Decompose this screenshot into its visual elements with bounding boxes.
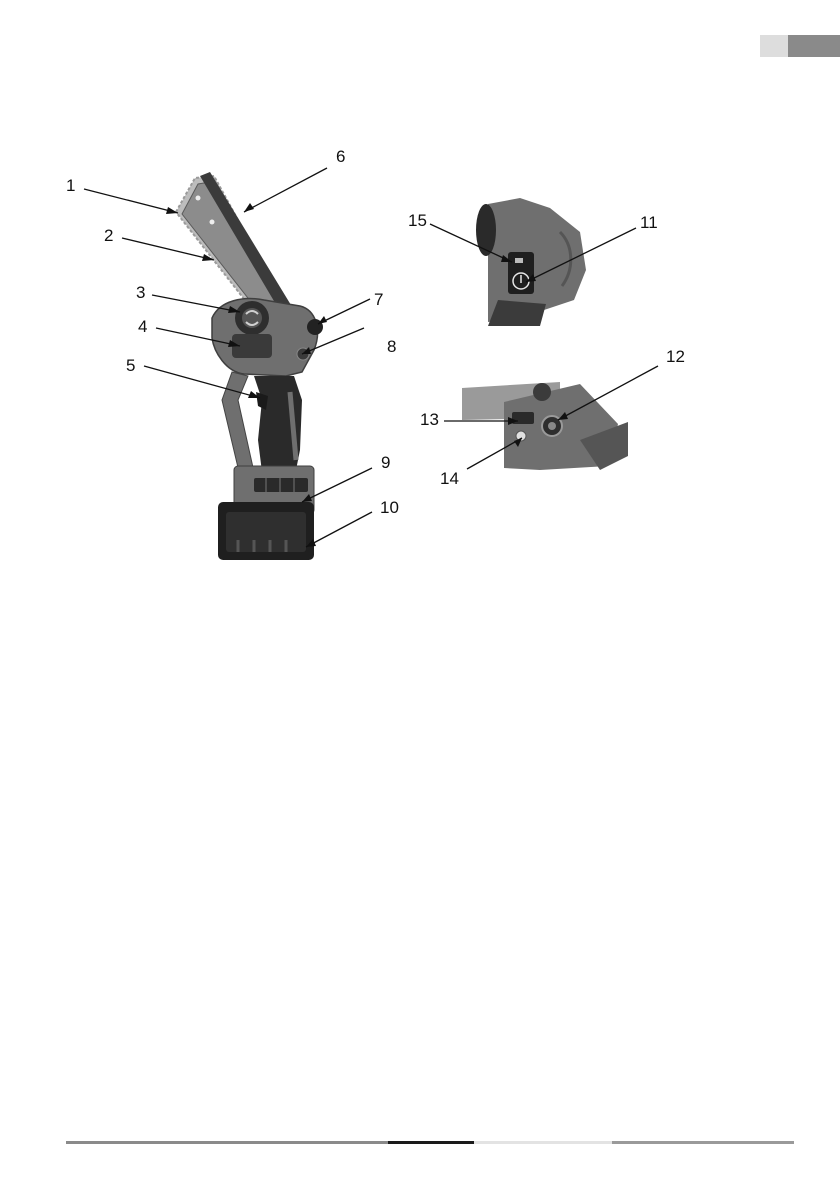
callout-15: 15 (408, 212, 427, 229)
footer-bar-segment-2 (388, 1141, 474, 1144)
adjust-slot (512, 412, 534, 424)
guide-bar (182, 182, 280, 316)
battery-indicator (254, 478, 308, 492)
callout-11: 11 (640, 214, 658, 231)
footer-bar-segment-4 (612, 1141, 794, 1144)
footer-bar-segment-3 (474, 1141, 612, 1144)
callout-7: 7 (374, 291, 383, 308)
callout-3: 3 (136, 284, 145, 301)
footer-bar-segment-1 (66, 1141, 388, 1144)
callout-9: 9 (381, 454, 390, 471)
callout-13: 13 (420, 411, 439, 428)
main-saw-illustration (176, 172, 323, 560)
callout-8: 8 (387, 338, 396, 355)
callout-2: 2 (104, 227, 113, 244)
callout-14: 14 (440, 470, 459, 487)
product-parts-figure (0, 0, 840, 600)
callout-10: 10 (380, 499, 399, 516)
callout-4: 4 (138, 318, 147, 335)
handle-frame (222, 372, 254, 476)
callout-5: 5 (126, 357, 135, 374)
callout-6: 6 (336, 148, 345, 165)
callout-1: 1 (66, 177, 75, 194)
callout-12: 12 (666, 348, 685, 365)
